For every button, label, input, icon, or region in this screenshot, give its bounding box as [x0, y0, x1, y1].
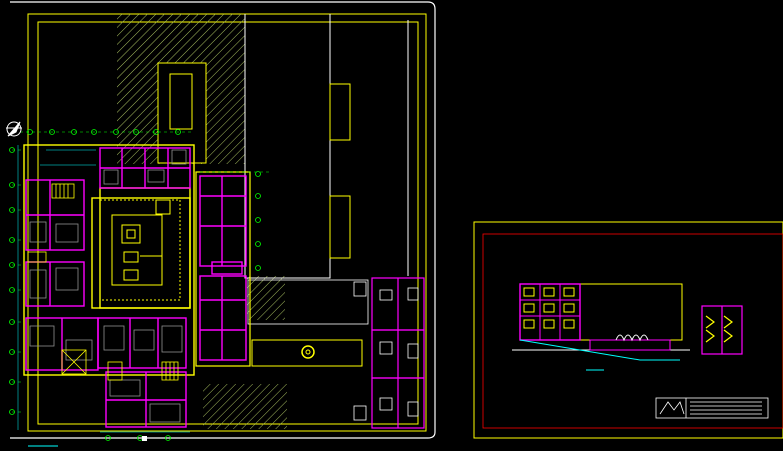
floor-plan-sheet: [6, 1, 436, 447]
dimension-lines: [17, 145, 190, 433]
rooms-east-wing: [199, 175, 247, 361]
section-sheet-inner-frame: [482, 233, 783, 429]
inner-patio: [99, 199, 181, 301]
north-arrow-icon: [6, 121, 22, 137]
side-elevation: [701, 305, 743, 355]
axis-markers: [9, 129, 261, 441]
hatched-garden-areas: [117, 14, 287, 429]
rooms-southeast: [371, 277, 425, 429]
adjacent-building: [244, 14, 409, 279]
title-block: [655, 397, 769, 419]
building-section: [512, 283, 690, 361]
title-block-logo-icon: [659, 401, 685, 415]
section-sheet: [473, 221, 783, 439]
scale-marker: [142, 436, 147, 441]
garden-strip-east: [247, 276, 285, 320]
courtyard: [247, 279, 369, 367]
furniture-southeast: [353, 281, 419, 421]
stairs: [27, 183, 179, 381]
east-wing-walls: [195, 171, 251, 367]
rooms-main: [25, 147, 191, 428]
garden-strip-south: [203, 384, 287, 429]
furniture: [29, 149, 187, 423]
fountain-icon: [301, 345, 315, 359]
section-sheet-frame: [473, 221, 783, 439]
sheet-frame: [10, 1, 436, 439]
